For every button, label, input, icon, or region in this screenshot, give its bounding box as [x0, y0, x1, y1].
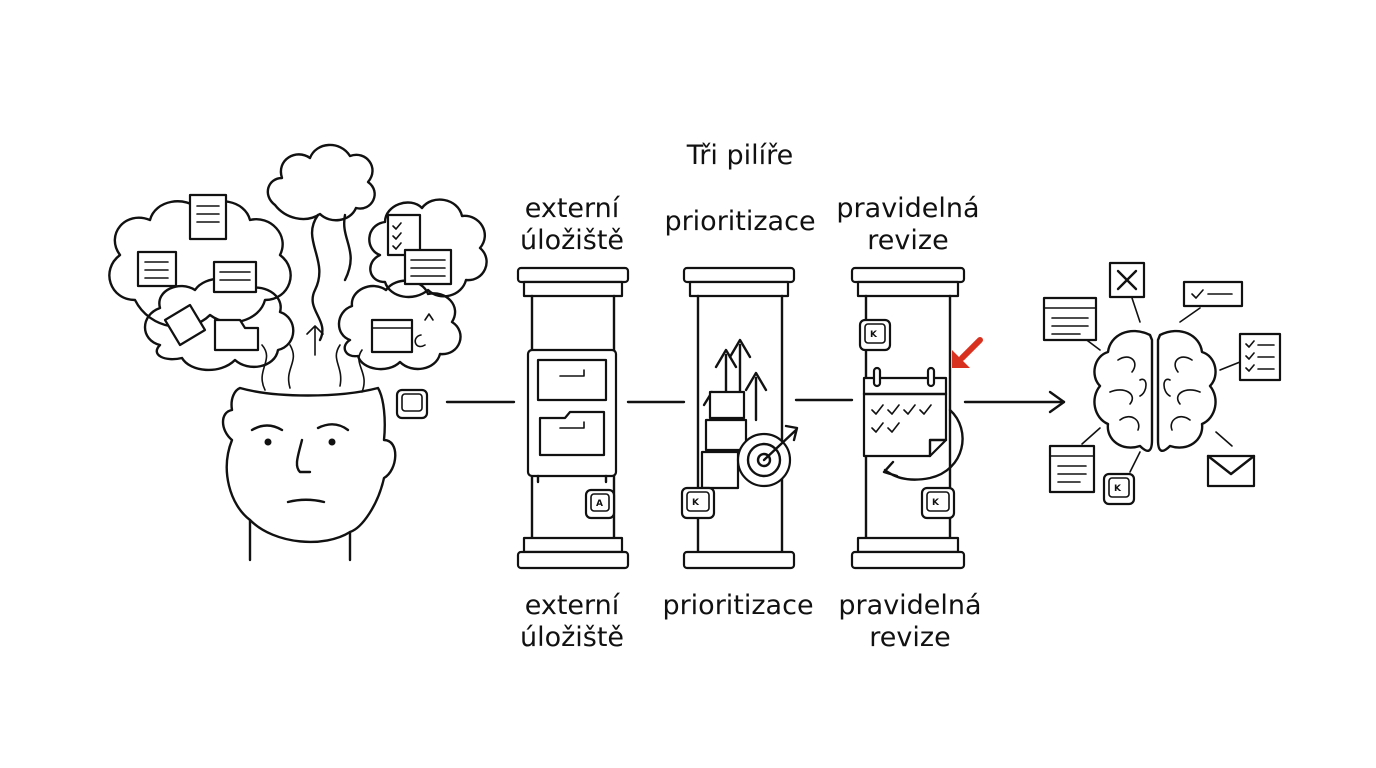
pillar-3-top-label-line-2: revize — [867, 225, 949, 256]
thought-clouds — [108, 143, 488, 372]
diagram-title: Tři pilíře — [686, 140, 794, 171]
pillar-1-top-label-line-2: úložiště — [519, 225, 625, 256]
pillar-1-top-label-line-1: externí — [524, 193, 620, 224]
pillar-2-key-label: K — [692, 498, 700, 508]
pillar-3-top-label: pravidelná revize — [818, 193, 998, 257]
filing-cabinet-icon — [526, 348, 618, 484]
organized-brain-icon: K — [1042, 261, 1282, 506]
pillar-1-bottom-label-line-1: externí — [524, 590, 620, 621]
pillar-1-bottom-label-line-2: úložiště — [519, 622, 625, 653]
pillar-3-bottom-label: pravidelná revize — [820, 590, 1000, 654]
brain-key-label: K — [1114, 484, 1122, 494]
pillar-1-key-label: A — [596, 499, 603, 509]
pillar-3-key-label: K — [932, 498, 940, 508]
pillar-1-top-label: externí úložiště — [482, 193, 662, 257]
overloaded-head-icon — [108, 143, 488, 562]
pillar-3-top-key-label: K — [870, 330, 878, 340]
pillar-2-top-label-line-1: prioritizace — [664, 206, 816, 237]
pillar-1-column: A — [516, 266, 630, 570]
pillar-2-column: K — [680, 266, 799, 570]
calendar-review-icon — [862, 366, 964, 481]
pillar-3-bottom-label-line-2: revize — [869, 622, 951, 653]
pillar-2-bottom-label-line-1: prioritizace — [662, 590, 814, 621]
pillar-2-bottom-label: prioritizace — [648, 590, 828, 622]
pillar-3-top-label-line-1: pravidelná — [836, 193, 980, 224]
red-arrow-icon — [952, 337, 983, 368]
pillar-3-bottom-label-line-1: pravidelná — [838, 590, 982, 621]
target-arrows-icon — [700, 338, 799, 490]
arrow-to-brain — [963, 390, 1066, 414]
pillar-2-top-label: prioritizace — [650, 206, 830, 238]
pillar-1-bottom-label: externí úložiště — [482, 590, 662, 654]
pillar-3-column: K K — [850, 266, 983, 570]
